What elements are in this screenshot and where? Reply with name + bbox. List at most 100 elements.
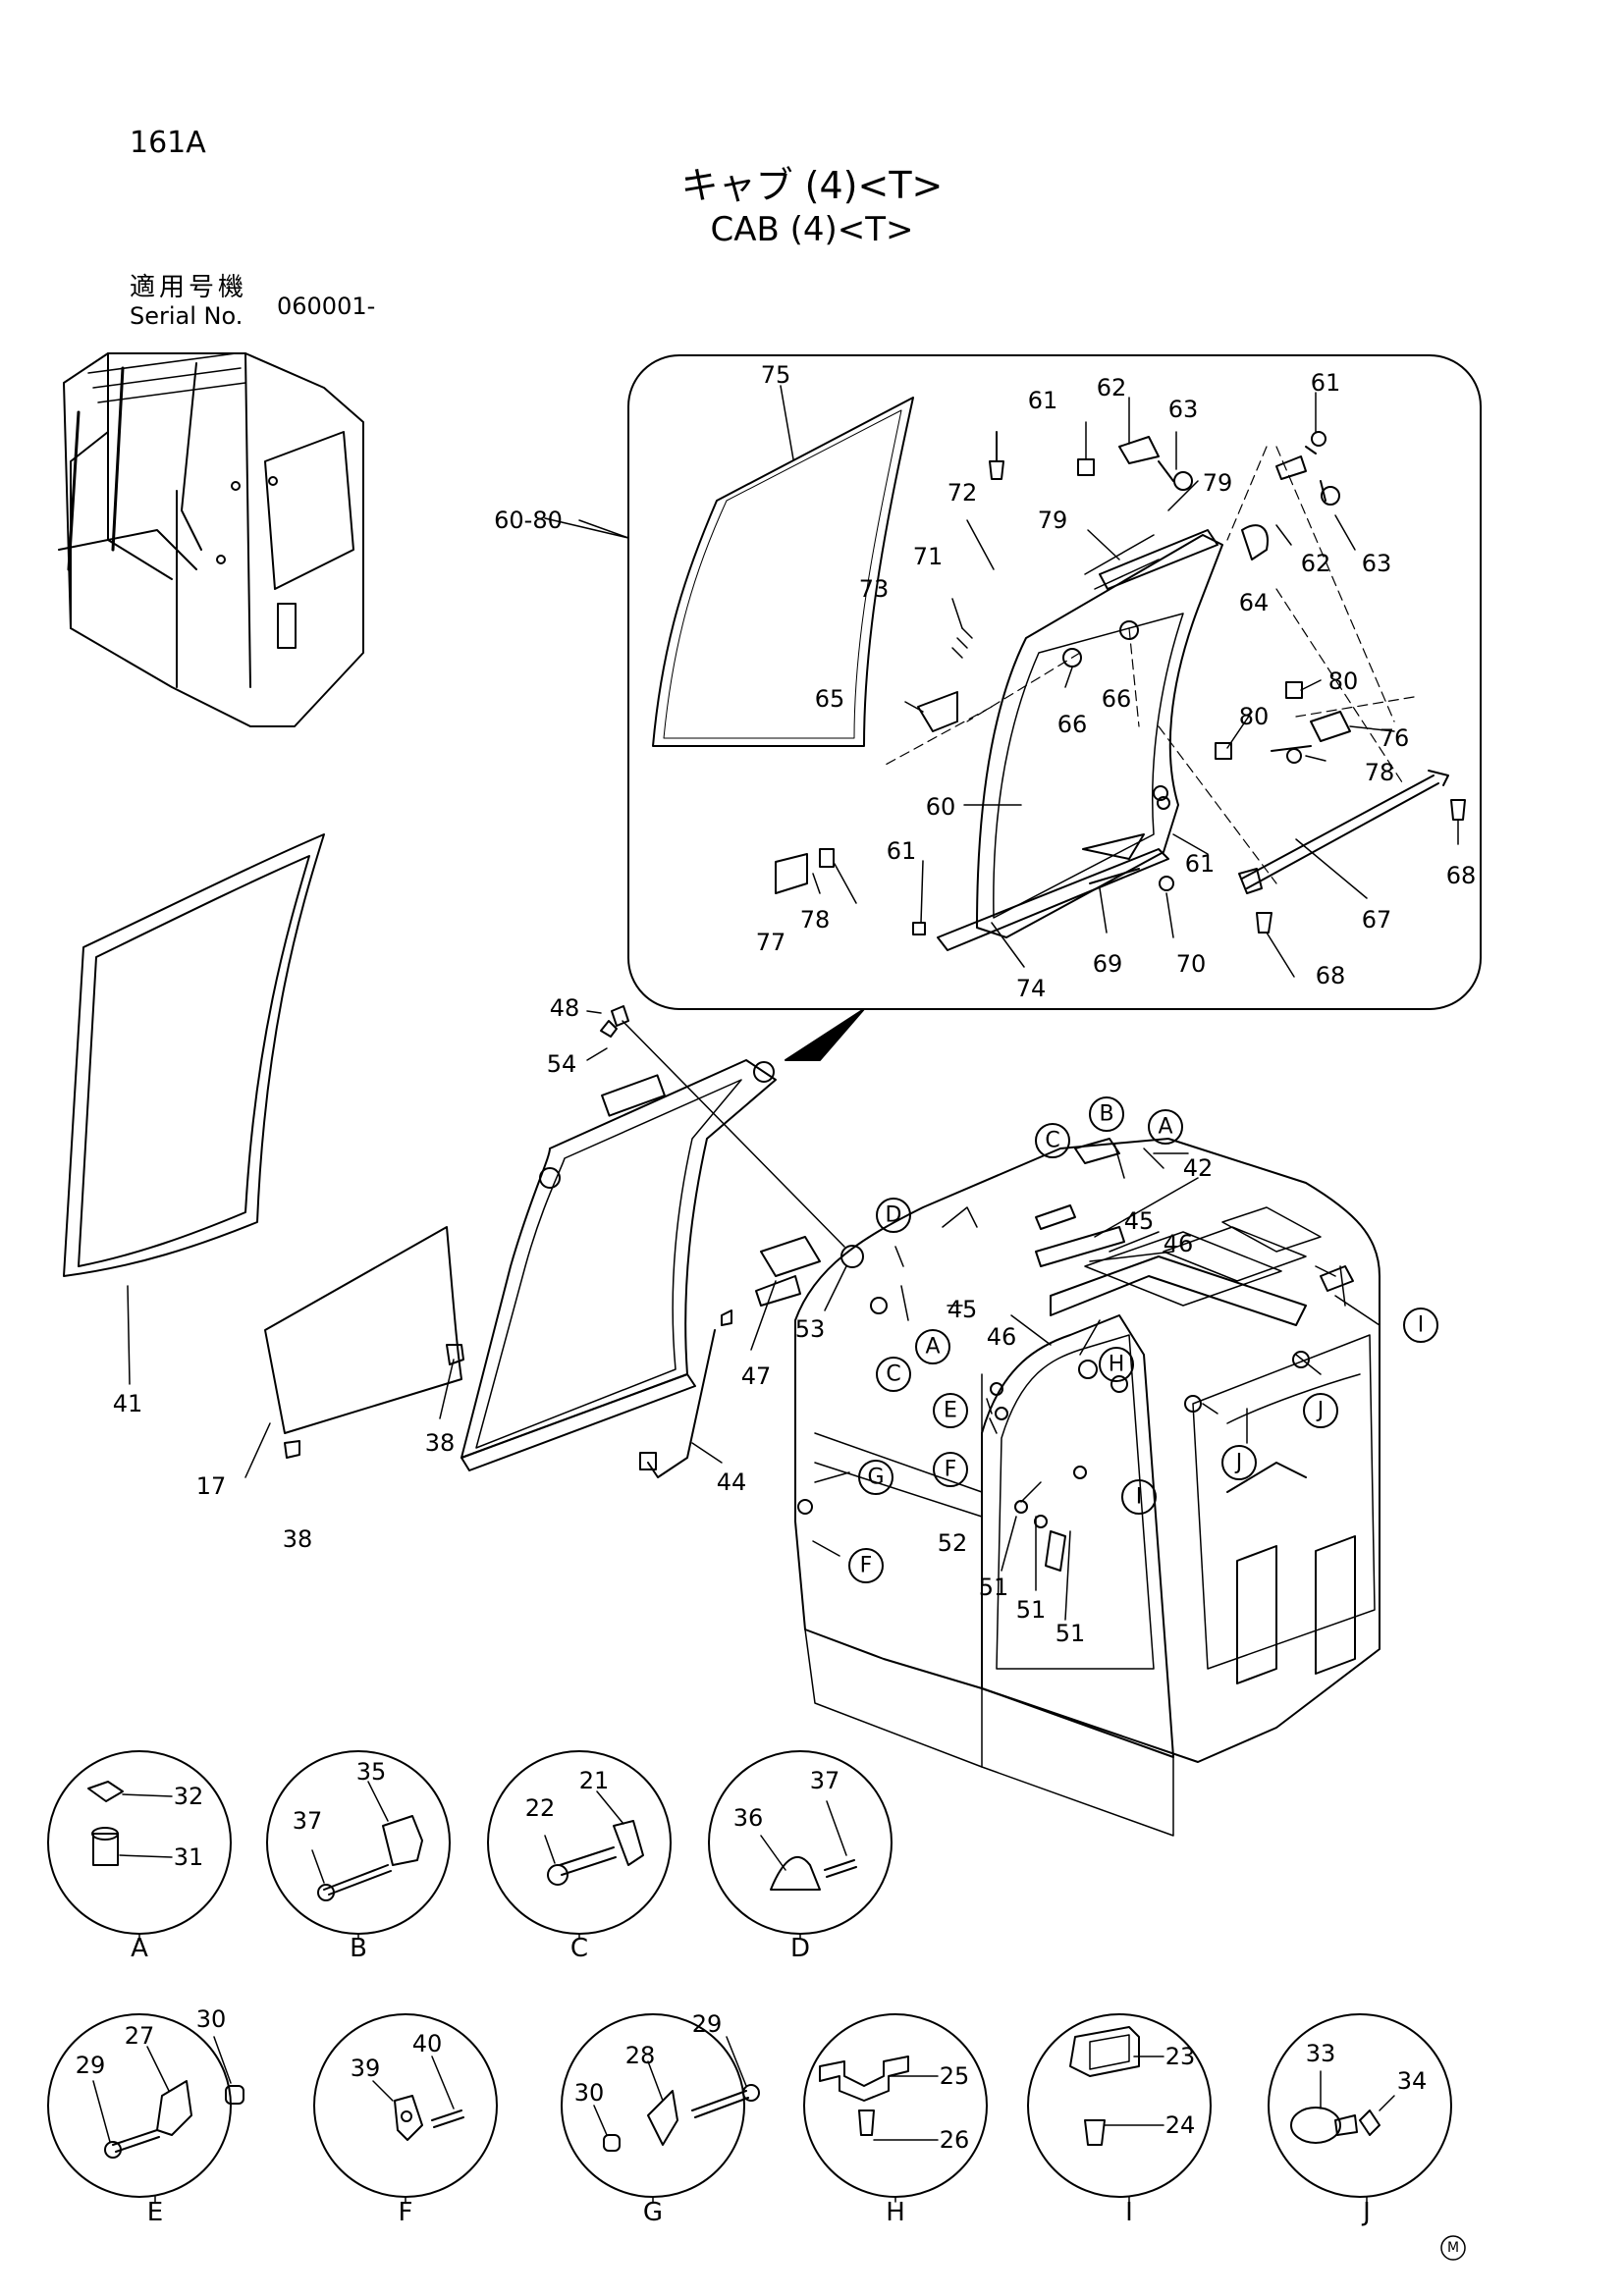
- serial-number-value: 060001-: [277, 293, 376, 320]
- part-number-callout: 67: [1362, 906, 1392, 934]
- detail-part-number: 29: [76, 2052, 106, 2079]
- detail-part-number: 37: [293, 1807, 323, 1835]
- detail-label: G: [643, 2198, 663, 2227]
- door-glass-upper: [652, 397, 914, 747]
- part-number-callout: 45: [947, 1296, 978, 1323]
- main-cab: [794, 1138, 1380, 1837]
- title-japanese: キャブ (4)<T>: [680, 164, 944, 207]
- detail-part-number: 34: [1397, 2067, 1428, 2095]
- part-number-callout: 79: [1038, 507, 1068, 534]
- detail-label: B: [350, 1934, 367, 1963]
- detail-part-number: 31: [174, 1843, 204, 1871]
- part-number-callout: 63: [1362, 550, 1392, 577]
- part-number-callout: 78: [800, 906, 831, 934]
- detail-part-number: 22: [525, 1794, 556, 1822]
- part-number-callout: 75: [761, 361, 791, 389]
- part-number-callout: 61: [1311, 369, 1341, 397]
- part-number-callout: 46: [987, 1323, 1017, 1351]
- part-number-callout: 78: [1365, 759, 1395, 786]
- detail-part-number: 23: [1165, 2043, 1196, 2070]
- part-number-callout: 64: [1239, 589, 1270, 616]
- part-number-callout: 70: [1176, 950, 1207, 978]
- part-number-callout: 62: [1301, 550, 1331, 577]
- detail-part-number: 36: [733, 1804, 764, 1832]
- door-seal: [63, 833, 325, 1385]
- part-number-callout: 17: [196, 1472, 227, 1500]
- part-number-callout: 71: [913, 543, 944, 570]
- detail-part-number: 26: [940, 2126, 970, 2154]
- detail-circle-g: [561, 2013, 760, 2198]
- part-number-callout: 41: [113, 1390, 143, 1417]
- door-frame-assembly: [439, 1005, 864, 1478]
- detail-part-number: 39: [351, 2055, 381, 2082]
- detail-label: J: [1361, 2198, 1371, 2227]
- marker-letter: G: [867, 1466, 884, 1490]
- corner-mark-icon: [1440, 2235, 1466, 2261]
- marker-letter: H: [1109, 1353, 1125, 1377]
- detail-part-number: 29: [692, 2010, 723, 2038]
- corner-mark-letter: M: [1447, 2240, 1459, 2256]
- detail-circle-d: [708, 1750, 893, 1935]
- detail-part-number: 30: [574, 2079, 605, 2107]
- marker-letter: A: [925, 1335, 940, 1360]
- title-english: CAB (4)<T>: [710, 210, 914, 249]
- detail-label: H: [886, 2198, 905, 2227]
- serial-label-english: Serial No.: [130, 302, 244, 330]
- marker-letter: J: [1234, 1451, 1243, 1475]
- part-number-callout: 74: [1016, 975, 1047, 1002]
- marker-letter: D: [886, 1203, 902, 1228]
- part-number-callout: 51: [1056, 1620, 1086, 1647]
- part-number-callout: 47: [741, 1362, 772, 1390]
- marker-letter: I: [1136, 1485, 1143, 1510]
- detail-circle-i: [1027, 2013, 1212, 2198]
- part-number-callout: 61: [1185, 850, 1216, 878]
- part-number-callout: 72: [947, 479, 978, 507]
- part-number-callout: 61: [887, 837, 917, 865]
- part-number-callout: 53: [795, 1315, 826, 1343]
- part-number-callout: 45: [1124, 1207, 1155, 1235]
- detail-part-number: 30: [196, 2005, 227, 2033]
- part-number-callout: 51: [979, 1574, 1009, 1601]
- part-number-callout: 68: [1446, 862, 1477, 889]
- part-number-callout: 62: [1097, 374, 1127, 401]
- part-number-callout: 77: [756, 929, 786, 956]
- detail-part-number: 24: [1165, 2111, 1196, 2139]
- part-number-callout: 46: [1164, 1230, 1194, 1257]
- detail-part-number: 35: [356, 1758, 387, 1786]
- marker-letter: B: [1099, 1102, 1113, 1127]
- part-number-callout: 60-80: [494, 507, 563, 534]
- part-number-callout: 65: [815, 685, 845, 713]
- marker-letter: C: [886, 1362, 900, 1387]
- detail-circle-j: [1268, 2013, 1452, 2198]
- marker-letter: E: [944, 1399, 957, 1423]
- detail-part-number: 28: [625, 2042, 656, 2069]
- part-number-callout: 54: [547, 1050, 577, 1078]
- detail-circle-a: [47, 1750, 232, 1935]
- part-number-callout: 80: [1239, 703, 1270, 730]
- part-number-callout: 73: [859, 575, 890, 603]
- part-number-callout: 38: [425, 1429, 456, 1457]
- detail-label: A: [131, 1934, 148, 1963]
- part-number-callout: 38: [283, 1525, 313, 1553]
- marker-letter: J: [1316, 1399, 1325, 1423]
- detail-part-number: 32: [174, 1783, 204, 1810]
- detail-circle-h: [803, 2013, 988, 2198]
- detail-part-number: 40: [412, 2030, 443, 2057]
- detail-part-number: 21: [579, 1767, 610, 1794]
- part-number-callout: 69: [1093, 950, 1123, 978]
- detail-circle-f: [313, 2013, 498, 2198]
- detail-label: D: [790, 1934, 810, 1963]
- part-number-callout: 52: [938, 1529, 968, 1557]
- detail-part-number: 33: [1306, 2040, 1336, 2067]
- detail-label: I: [1125, 2198, 1133, 2227]
- part-number-callout: 48: [550, 994, 580, 1022]
- detail-label: C: [570, 1934, 588, 1963]
- serial-label-japanese: 適用号機: [130, 273, 248, 302]
- detail-part-number: 37: [810, 1767, 840, 1794]
- part-number-callout: 44: [717, 1468, 747, 1496]
- detail-part-number: 25: [940, 2062, 970, 2090]
- part-number-callout: 66: [1102, 685, 1132, 713]
- detail-part-number: 27: [125, 2022, 155, 2050]
- part-number-callout: 76: [1380, 724, 1410, 752]
